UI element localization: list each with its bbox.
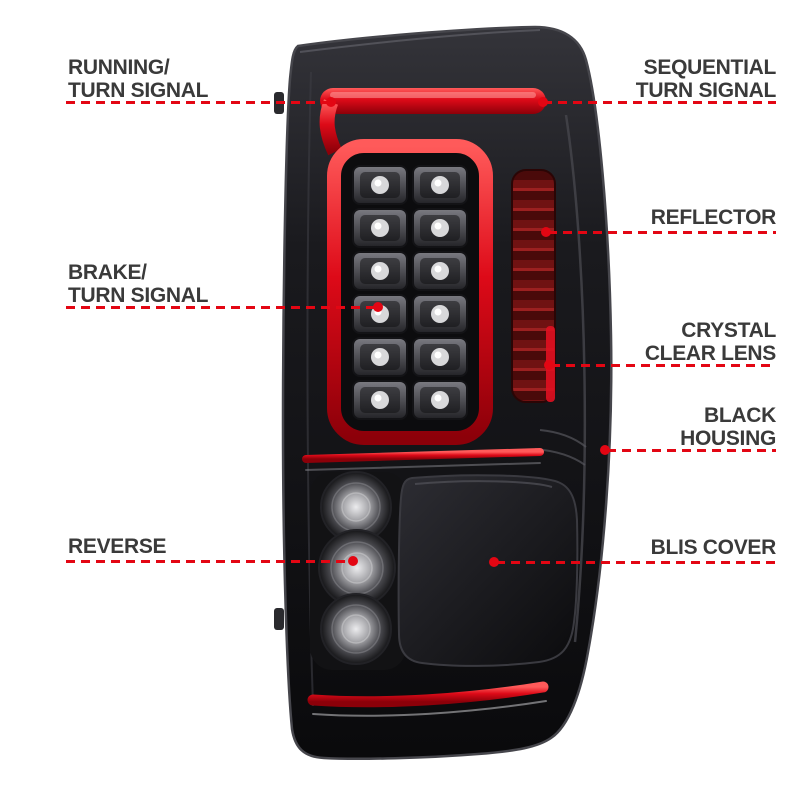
leader-line-blis-cover xyxy=(496,561,776,564)
leader-line-sequential-turn-signal xyxy=(543,101,776,104)
bottom-light-bar xyxy=(307,681,549,717)
blis-cover-panel xyxy=(397,474,579,667)
leader-line-reverse xyxy=(66,560,354,563)
pointer-dot-brake-turn-signal xyxy=(373,302,383,312)
mounting-tab-bottom xyxy=(274,608,284,630)
pointer-dot-reverse xyxy=(348,556,358,566)
running-turn-signal-bar xyxy=(319,88,546,156)
label-crystal-clear-lens: CRYSTAL CLEAR LENS xyxy=(644,319,776,365)
label-running-turn-signal: RUNNING/ TURN SIGNAL xyxy=(68,56,209,102)
leader-line-reflector xyxy=(548,231,776,234)
leader-line-black-housing xyxy=(607,449,776,452)
label-blis-cover: BLIS COVER xyxy=(650,536,777,559)
leader-line-crystal-clear-lens xyxy=(551,364,776,367)
leader-line-running-turn-signal xyxy=(66,101,332,104)
pointer-dot-blis-cover xyxy=(489,557,499,567)
pointer-dot-sequential-turn-signal xyxy=(538,97,548,107)
pointer-dot-black-housing xyxy=(600,445,610,455)
label-brake-turn-signal: BRAKE/ TURN SIGNAL xyxy=(68,261,209,307)
label-reflector: REFLECTOR xyxy=(650,206,777,229)
label-black-housing: BLACK HOUSING xyxy=(680,404,776,450)
mid-light-bar xyxy=(302,448,544,471)
label-reverse: REVERSE xyxy=(68,535,167,558)
pointer-dot-reflector xyxy=(541,227,551,237)
pointer-dot-crystal-clear-lens xyxy=(544,360,554,370)
brake-turn-signal-led-module xyxy=(327,139,493,445)
leader-line-brake-turn-signal xyxy=(66,306,377,309)
pointer-dot-running-turn-signal xyxy=(326,97,336,107)
reverse-light-projectors xyxy=(310,471,406,670)
label-sequential-turn-signal: SEQUENTIAL TURN SIGNAL xyxy=(635,56,777,102)
